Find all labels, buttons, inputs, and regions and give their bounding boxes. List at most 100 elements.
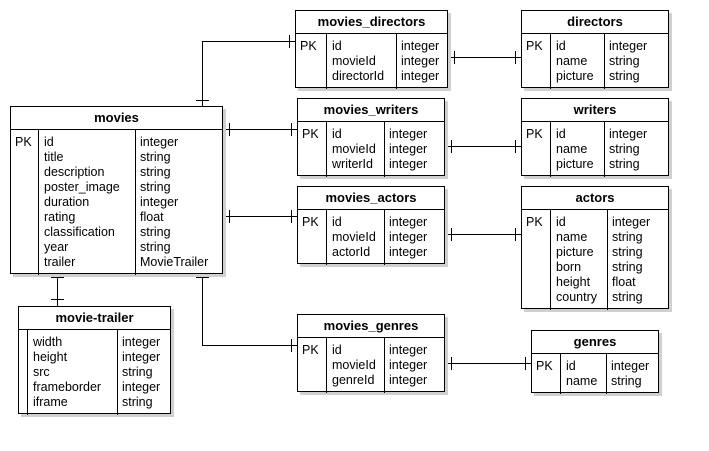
table-title: movies_directors xyxy=(296,11,447,34)
column-name: writerId xyxy=(332,157,373,171)
column-name: height xyxy=(33,350,68,364)
column-type: string xyxy=(612,260,643,274)
column-name: actorId xyxy=(332,245,371,259)
primary-key-marker: PK xyxy=(302,215,319,229)
connector-ticks xyxy=(454,51,516,64)
column-name: picture xyxy=(556,157,594,171)
column-name: id xyxy=(332,39,342,53)
column-name: id xyxy=(556,127,566,141)
column-name: src xyxy=(33,365,50,379)
column-type: integer xyxy=(401,39,440,53)
column-name: height xyxy=(556,275,591,289)
column-name: rating xyxy=(44,210,76,224)
column-name: name xyxy=(556,230,588,244)
column-type: integer xyxy=(140,195,179,209)
column-name: id xyxy=(556,215,566,229)
table-title: movies_actors xyxy=(298,187,444,210)
column-name: width xyxy=(33,335,63,349)
connector-ticks xyxy=(451,357,526,370)
primary-key-marker: PK xyxy=(302,127,319,141)
column-type: integer xyxy=(611,359,650,373)
connector-movies-movies-directors xyxy=(202,41,295,106)
column-type: string xyxy=(612,245,643,259)
connector-ticks xyxy=(451,228,516,241)
column-name: classification xyxy=(44,225,115,239)
table-title: genres xyxy=(532,331,658,354)
column-type: string xyxy=(122,365,153,379)
column-name: picture xyxy=(556,245,594,259)
column-name: iframe xyxy=(33,395,68,409)
table-title: writers xyxy=(522,99,668,122)
column-type: integer xyxy=(122,350,161,364)
table-title: directors xyxy=(522,11,668,34)
column-type: integer xyxy=(389,373,428,387)
table-title: movies xyxy=(11,107,222,130)
column-type: string xyxy=(140,165,171,179)
connector-ticks xyxy=(229,123,292,136)
connector-ticks xyxy=(196,35,290,101)
column-name: id xyxy=(556,39,566,53)
column-type: integer xyxy=(389,343,428,357)
column-type: integer xyxy=(609,127,648,141)
column-name: name xyxy=(556,142,588,156)
column-type: integer xyxy=(389,127,428,141)
column-type: string xyxy=(140,225,171,239)
connector-ticks xyxy=(229,210,292,223)
column-type: integer xyxy=(122,335,161,349)
column-name: picture xyxy=(556,69,594,83)
column-type: integer xyxy=(401,54,440,68)
column-name: id xyxy=(332,127,342,141)
column-name: movieId xyxy=(332,230,376,244)
column-type: integer xyxy=(612,215,651,229)
column-name: id xyxy=(332,343,342,357)
connector-movies-movies-genres xyxy=(202,272,297,346)
column-type: string xyxy=(612,230,643,244)
column-name: description xyxy=(44,165,105,179)
column-type: string xyxy=(609,142,640,156)
primary-key-marker: PK xyxy=(526,39,543,53)
column-name: title xyxy=(44,150,64,164)
column-type: MovieTrailer xyxy=(140,255,209,269)
column-type: integer xyxy=(389,157,428,171)
column-name: duration xyxy=(44,195,90,209)
table-title: movies_genres xyxy=(298,315,444,338)
column-name: movieId xyxy=(332,54,376,68)
column-type: string xyxy=(140,150,171,164)
primary-key-marker: PK xyxy=(300,39,317,53)
column-type: float xyxy=(612,275,636,289)
column-type: integer xyxy=(401,69,440,83)
column-type: integer xyxy=(609,39,648,53)
column-name: year xyxy=(44,240,69,254)
connector-ticks xyxy=(51,277,64,300)
column-type: float xyxy=(140,210,164,224)
column-name: id xyxy=(44,135,54,149)
